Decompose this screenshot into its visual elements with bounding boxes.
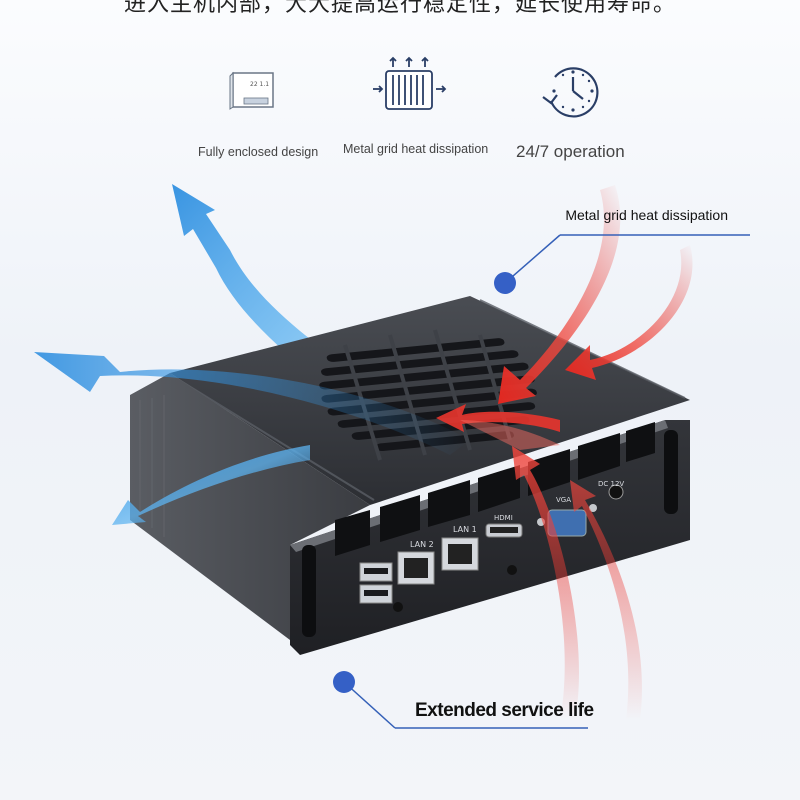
lan1-label: LAN 1 xyxy=(453,525,477,534)
enclosure-icon: 22 1.1 xyxy=(228,70,276,112)
feature-label: Fully enclosed design xyxy=(198,145,319,159)
lan-ports xyxy=(397,537,479,585)
enclosure-icon-text: 22 1.1 xyxy=(250,81,269,88)
heat-grid-icon xyxy=(371,55,447,113)
vga-label: VGA xyxy=(556,496,571,504)
dc-power-port xyxy=(608,484,624,500)
usb-ports xyxy=(359,562,393,604)
dc-label: DC 12V xyxy=(598,480,624,488)
feature-label: 24/7 operation xyxy=(516,142,625,161)
front-vent-left xyxy=(302,545,316,637)
clock-icon xyxy=(539,63,605,123)
hot-airflow-arrow xyxy=(565,245,693,380)
hdmi-label: HDMI xyxy=(494,514,513,522)
hot-airflow-arrow xyxy=(512,446,579,720)
device-left-side xyxy=(130,373,370,640)
front-vent-right xyxy=(664,430,678,514)
hot-airflow-arrow xyxy=(498,185,621,404)
callout-bottom-pointer xyxy=(333,671,588,729)
callout-heat-dissipation: Metal grid heat dissipation xyxy=(565,207,728,223)
cool-airflow-arrow xyxy=(112,445,310,525)
hot-airflow-arrow xyxy=(570,480,642,720)
callout-top-pointer xyxy=(494,234,750,294)
cool-airflow-arrow xyxy=(34,352,470,455)
callout-service-life: Extended service life xyxy=(415,700,594,721)
feature-label: Metal grid heat dissipation xyxy=(343,142,489,156)
page-headline: 进入主机内部，大大提高运行稳定性，延长使用寿命。 xyxy=(123,0,676,17)
hot-airflow-arrow xyxy=(460,420,560,450)
lan2-label: LAN 2 xyxy=(410,540,434,549)
hot-airflow-arrow xyxy=(436,404,560,432)
